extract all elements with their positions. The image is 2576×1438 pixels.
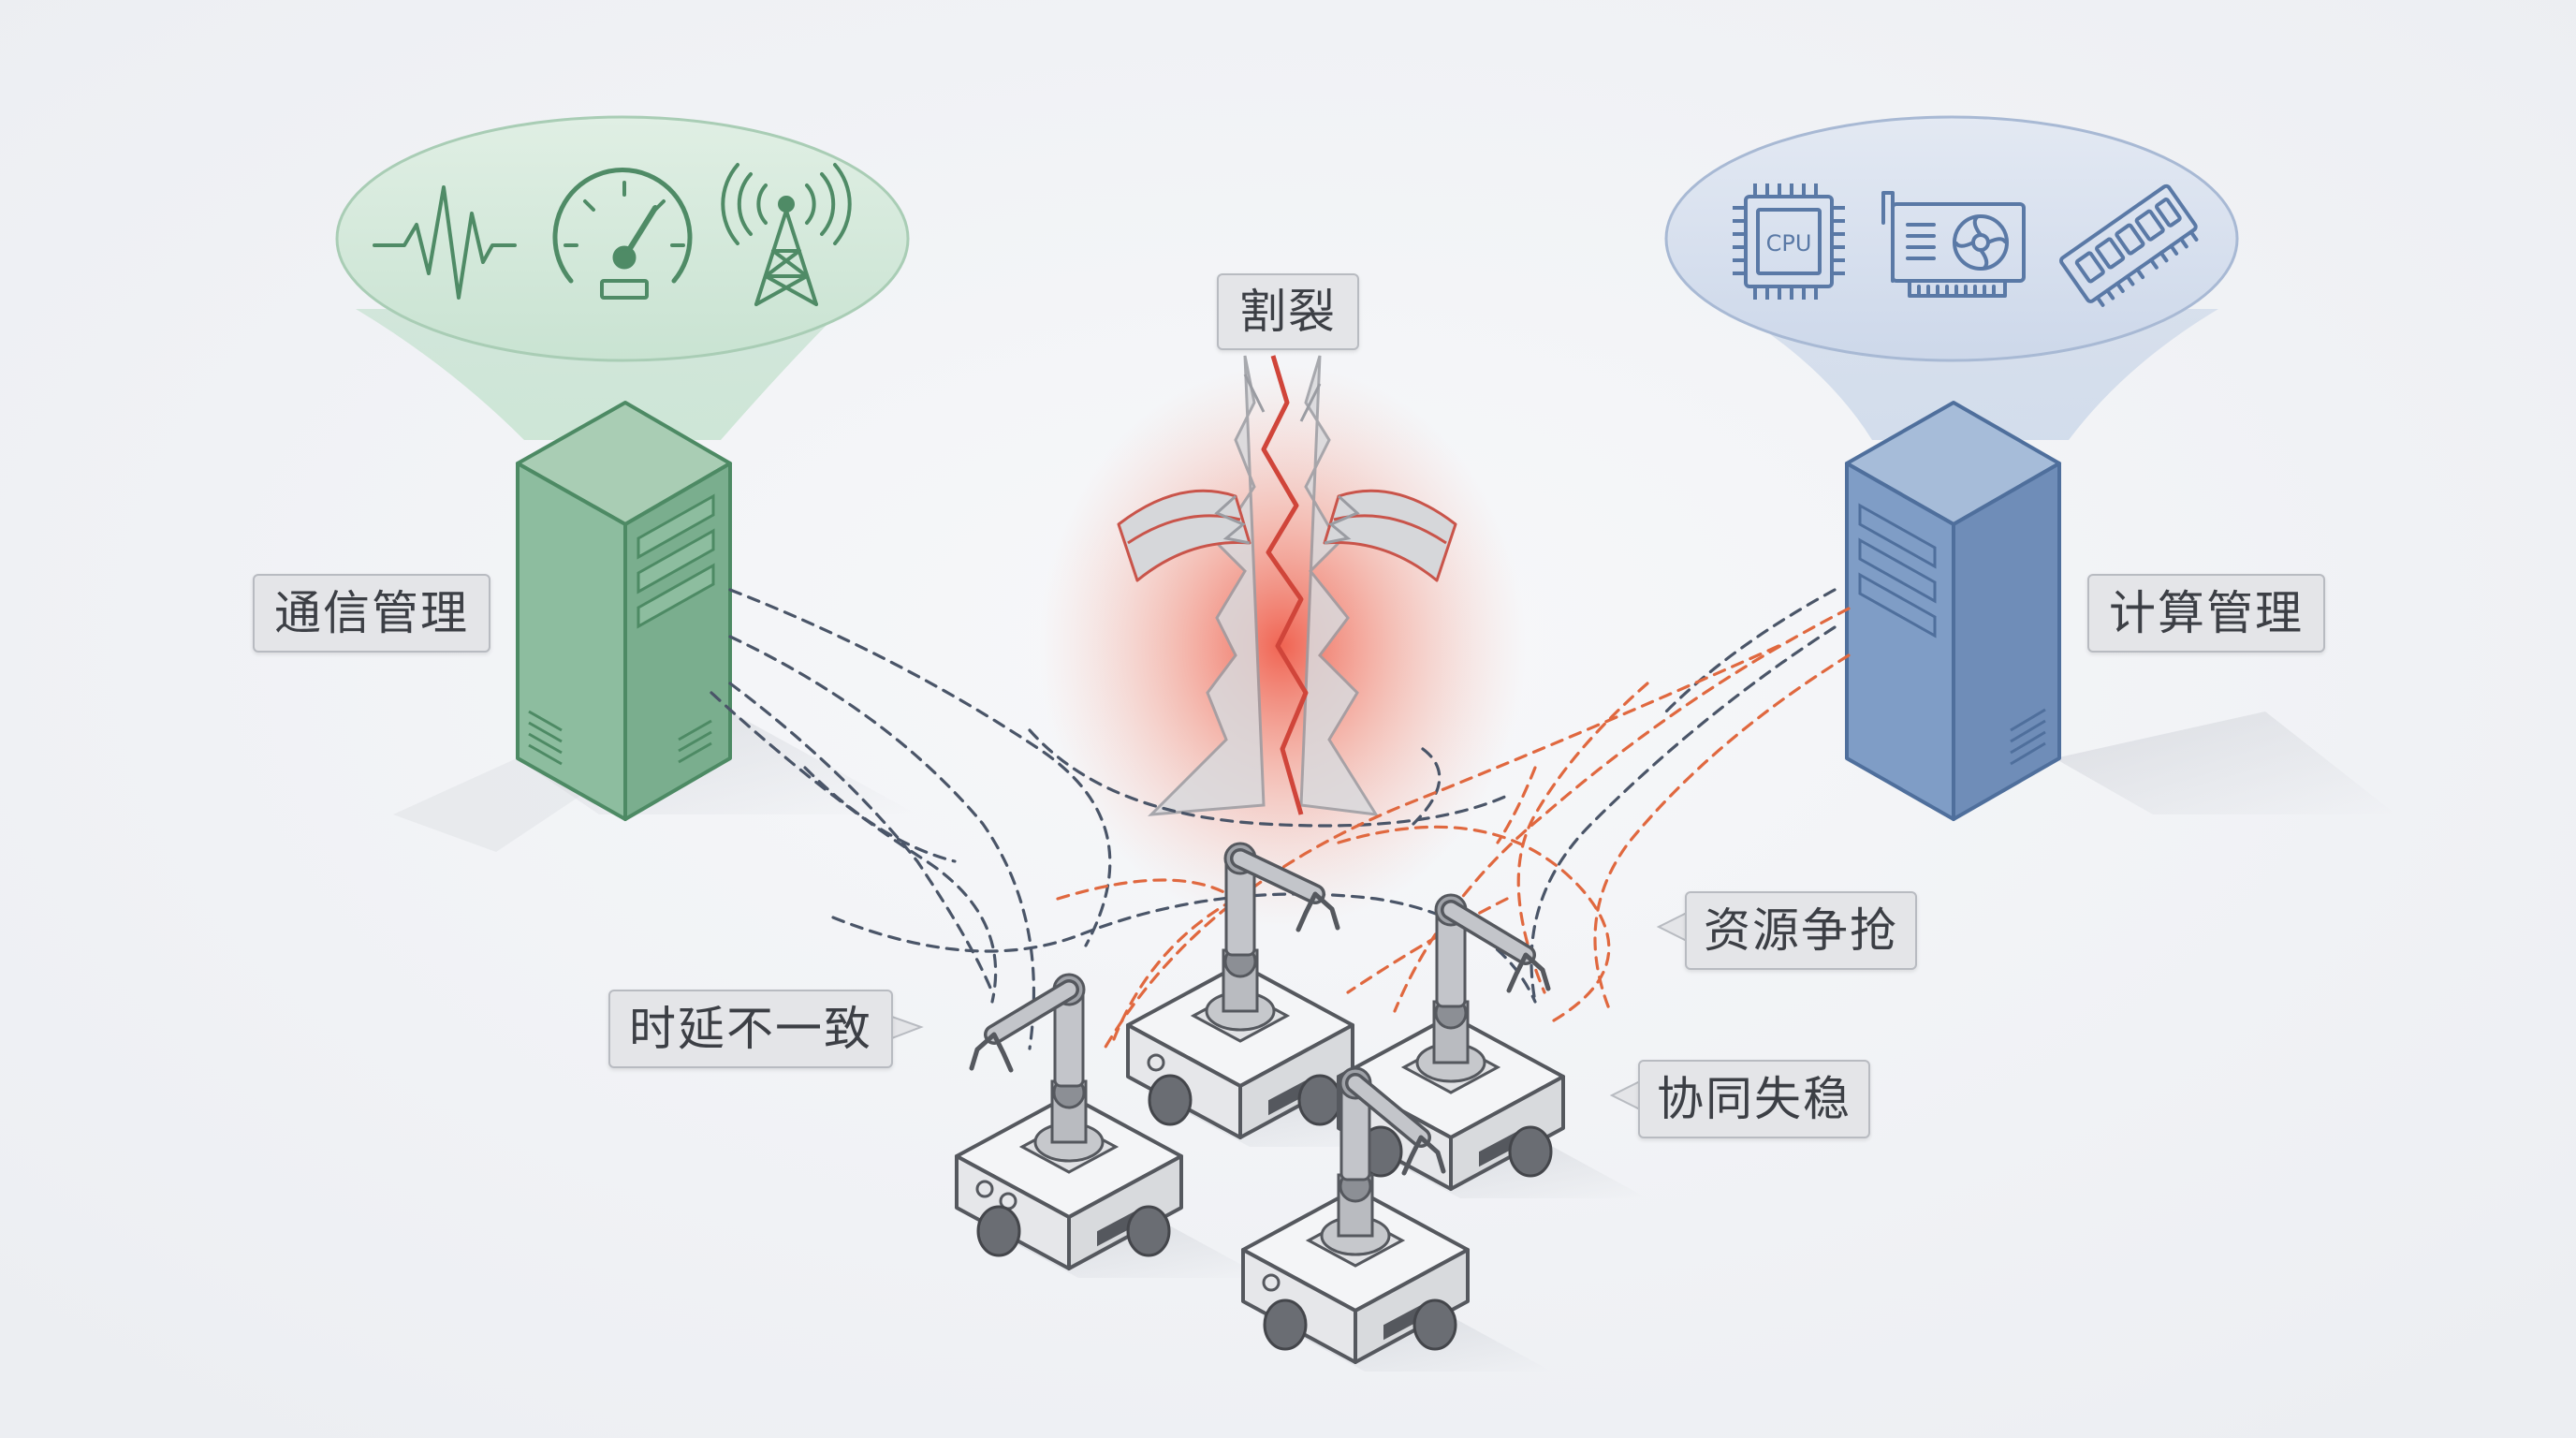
robot-arm-unit bbox=[1126, 842, 1437, 1147]
callout-pointers bbox=[888, 911, 1688, 1111]
compute-link bbox=[1516, 682, 1649, 994]
comm-link bbox=[803, 766, 957, 863]
gauge-icon bbox=[552, 168, 693, 300]
split-label: 割裂 bbox=[1217, 273, 1359, 350]
fracture-group bbox=[1039, 355, 1526, 927]
crack-fissure bbox=[1261, 355, 1309, 815]
comm-link bbox=[710, 691, 998, 1004]
comm-link bbox=[1664, 588, 1837, 713]
compute-server bbox=[1845, 401, 2061, 821]
comm-link bbox=[1530, 625, 1837, 1004]
radio-tower-icon bbox=[721, 163, 852, 306]
comm-icon-cloud bbox=[335, 115, 910, 362]
comm-management-label: 通信管理 bbox=[253, 574, 490, 653]
waveform-icon bbox=[373, 185, 517, 300]
comm-link bbox=[1412, 747, 1442, 826]
compute-server-group: CPU bbox=[1664, 115, 2396, 821]
memory-module-icon bbox=[2059, 183, 2199, 307]
comm-link bbox=[728, 588, 1112, 947]
comm-link bbox=[1028, 728, 1509, 828]
robot-arm-unit bbox=[1337, 893, 1647, 1198]
comm-link bbox=[728, 682, 994, 994]
gpu-card-icon bbox=[1881, 191, 2026, 298]
communication-links bbox=[710, 588, 1837, 1050]
compute-link bbox=[1496, 766, 1537, 844]
compute-links bbox=[1056, 607, 1851, 1050]
compute-link bbox=[1056, 878, 1237, 901]
comm-link bbox=[728, 635, 1036, 1050]
latency-inconsistency-label: 时延不一致 bbox=[608, 990, 893, 1068]
compute-link bbox=[1346, 897, 1509, 994]
cpu-chip-icon bbox=[1733, 183, 1845, 300]
compute-link bbox=[1103, 644, 1780, 1050]
broken-link-left bbox=[1117, 489, 1251, 582]
resource-contention-label: 资源争抢 bbox=[1685, 891, 1917, 970]
red-glow bbox=[1039, 365, 1526, 927]
communication-server bbox=[516, 401, 732, 821]
compute-management-label: 计算管理 bbox=[2087, 574, 2325, 653]
communication-server-group bbox=[335, 115, 917, 852]
robot-arm-unit bbox=[955, 973, 1266, 1278]
broken-link-right bbox=[1323, 489, 1457, 582]
compute-server-shadow bbox=[2055, 712, 2396, 814]
cpu-chip-label: CPU bbox=[1766, 230, 1812, 257]
robot-fleet bbox=[955, 842, 1647, 1372]
compute-link bbox=[1337, 825, 1611, 1022]
coordination-instability-label: 协同失稳 bbox=[1638, 1060, 1870, 1138]
compute-link bbox=[1593, 653, 1851, 1013]
compute-link bbox=[1112, 897, 1237, 1041]
robot-arm-unit bbox=[1241, 1066, 1552, 1372]
